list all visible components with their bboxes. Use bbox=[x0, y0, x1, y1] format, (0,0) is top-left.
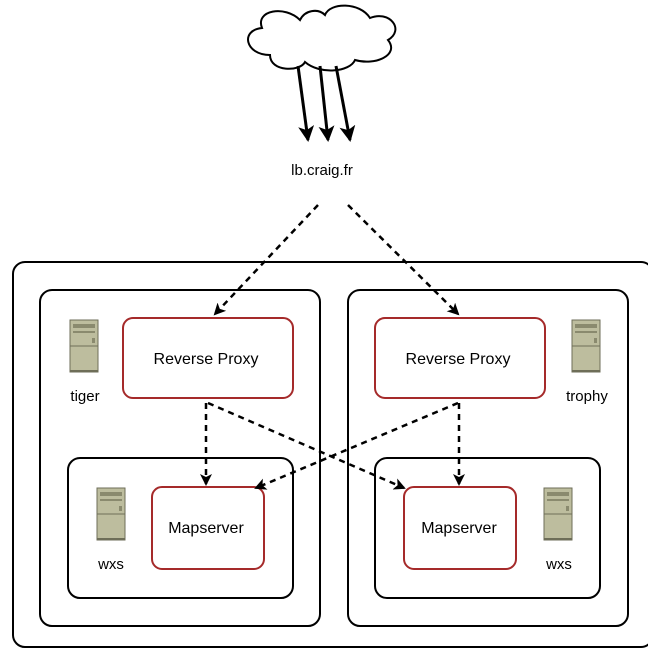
mapserver-label: Mapserver bbox=[421, 520, 497, 537]
server-icon bbox=[96, 487, 126, 541]
reverse-proxy-box-right bbox=[374, 317, 546, 399]
reverse-proxy-label: Reverse Proxy bbox=[406, 351, 511, 368]
host-name-trophy: trophy bbox=[566, 388, 608, 405]
container-box-wxs-left bbox=[67, 457, 294, 599]
container-box-wxs-right bbox=[374, 457, 601, 599]
mapserver-label: Mapserver bbox=[168, 520, 244, 537]
host-name-tiger: tiger bbox=[70, 388, 99, 405]
cloud-icon bbox=[247, 4, 397, 72]
server-icon bbox=[69, 319, 99, 373]
proxy-to-mapserver-arrow bbox=[207, 401, 406, 490]
traffic-arrow bbox=[318, 65, 335, 142]
traffic-arrow bbox=[334, 65, 356, 142]
lb-to-proxy-arrow bbox=[347, 204, 460, 316]
reverse-proxy-label: Reverse Proxy bbox=[154, 351, 259, 368]
reverse-proxy-box-left bbox=[122, 317, 294, 399]
mapserver-box-right bbox=[403, 486, 517, 570]
server-icon bbox=[543, 487, 573, 541]
load-balancer-label: lb.craig.fr bbox=[291, 162, 353, 179]
lb-to-proxy-arrow bbox=[213, 204, 319, 316]
proxy-to-mapserver-arrow bbox=[254, 401, 459, 490]
cluster-box bbox=[12, 261, 648, 648]
host-box-tiger bbox=[39, 289, 321, 627]
host-box-trophy bbox=[347, 289, 629, 627]
container-name-wxs: wxs bbox=[97, 556, 124, 573]
mapserver-box-left bbox=[151, 486, 265, 570]
traffic-arrow bbox=[296, 65, 315, 142]
server-icon bbox=[571, 319, 601, 373]
container-name-wxs: wxs bbox=[545, 556, 572, 573]
